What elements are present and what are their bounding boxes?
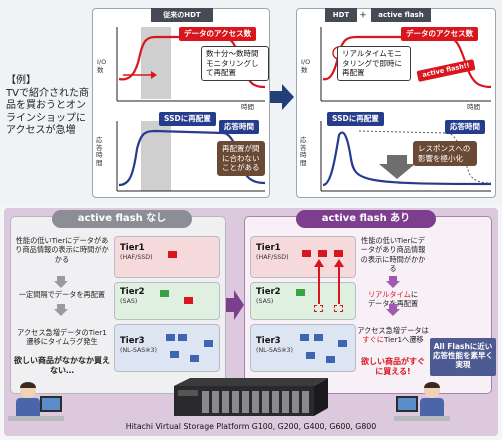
without-tier1-box [114,236,220,278]
without-tier3-block-3 [204,340,213,347]
bottom-compare-arrow [226,290,244,320]
with-text-2: リアルタイムに データを再配置 [358,290,428,309]
with-text-2a: リアルタイム [367,290,411,299]
without-tier3-block-2 [178,334,187,341]
af-access-note: リアルタイムモニタリングで即時に再配置 [337,46,411,81]
without-flow-arrows [54,276,68,316]
without-af-title: active flash なし [52,210,192,228]
with-text-3c: Tier1へ遷移 [383,335,424,345]
with-text-4: 欲しい商品がすぐに買える! [361,357,425,376]
af-response-note: レスポンスへの影響を極小化 [413,141,477,166]
with-text-3: アクセス急増データは すぐにTier1へ遷移 [354,326,432,345]
delay-arrow-head [151,71,157,79]
with-flow-arrows [386,276,400,316]
with-tier3-block-5 [326,356,335,363]
response-note: 再配置が間に合わないことがある [217,141,265,176]
with-tier2-block [296,289,305,296]
with-tier1-block-2 [318,250,327,257]
conventional-panel: 従来のHDT データのアクセス数 数十分～数時間モニタリングして再配置 I/O数… [92,8,270,198]
af-old-response-curve [358,130,492,184]
product-footer: Hitachi Virtual Storage Platform G100, G… [125,422,377,431]
with-text-3a: アクセス急増データは [357,326,429,335]
af-io-axis-label: I/O数 [301,58,311,74]
with-tier2-sub: (SAS) [256,298,274,305]
without-text-1: 性能の低いTierにデータがあり商品情報の表示に時間がかかる [15,236,109,264]
with-tier3-block-3 [338,340,347,347]
without-tier2-name: Tier2 [120,287,145,297]
access-tag: データのアクセス数 [179,27,257,41]
response-tag: 応答時間 [219,120,259,134]
with-tier1-block-1 [302,250,311,257]
without-tier2-sub: (SAS) [120,298,138,305]
without-tier2-block-1 [160,290,169,297]
with-text-3b: すぐに [362,335,384,345]
with-tier3-box [250,324,356,372]
with-tier1-name: Tier1 [256,243,281,253]
activeflash-graphs [320,27,492,192]
with-tier3-block-4 [306,352,315,359]
af-response-tag: 応答時間 [445,120,485,134]
with-tier3-name: Tier3 [256,336,281,346]
with-tier3-block-2 [314,334,323,341]
af-reduce-arrow [379,155,415,179]
with-text-1: 性能の低いTierにデータがあり商品情報の表示に時間がかかる [360,236,426,273]
af-response-axis-label: 応答時間 [300,136,307,167]
without-tier3-block-5 [190,355,199,362]
without-tier3-box [114,324,220,372]
example-label: 【例】 [6,75,36,86]
without-tier1-name: Tier1 [120,243,145,253]
with-af-title: active flash あり [296,210,436,228]
with-text-2c: データを再配置 [367,299,419,309]
with-text-2b: に [410,290,419,299]
conventional-header: 従来のHDT [151,8,213,22]
without-text-4: 欲しい商品がなかなか買えない… [14,356,110,375]
compare-arrow [270,84,294,110]
io-axis-label: I/O数 [97,58,107,74]
af-header-af: active flash [371,8,431,22]
conventional-graphs [116,27,266,192]
promotion-arrows [314,259,344,304]
with-tier3-sub: (NL-SAS※3) [256,347,293,354]
af-ssd-tag: SSDに再配置 [327,112,384,126]
activeflash-panel: HDT ＋ active flash データのアクセス数 リアルタイムモニタリン… [296,8,496,198]
with-tier1-sub: (HAF/SSD) [256,254,289,261]
response-axis-label: 応答時間 [96,136,103,167]
time-axis-label: 時間 [241,103,254,111]
af-header-plus: ＋ [359,11,367,19]
without-tier2-box [114,282,220,320]
without-text-3: アクセス急増データのTier1遷移にタイムラグ発生 [17,328,107,347]
storage-device-image [174,378,328,416]
with-tier2-ghost-2 [334,305,343,312]
without-tier3-sub: (NL-SAS※3) [120,347,157,354]
ssd-tag: SSDに再配置 [159,112,216,126]
with-tier1-block-3 [334,250,343,257]
without-tier3-block-1 [166,334,175,341]
af-response-curve [322,131,492,187]
without-tier3-block-4 [170,351,179,358]
without-tier1-block [168,251,177,258]
operator-right-image [394,382,450,421]
without-text-2: 一定間隔でデータを再配置 [18,290,106,299]
af-header-hdt: HDT [325,8,357,22]
without-tier1-sub: (HAF/SSD) [120,254,153,261]
operator-left-image [8,382,64,421]
without-tier3-name: Tier3 [120,336,145,346]
allflash-badge: All Flashに近い応答性能を素早く実現 [430,338,496,376]
example-text: TVで紹介された商品を買おうとオンラインショップにアクセスが急増 [6,87,89,137]
af-time-axis-label: 時間 [467,103,480,111]
access-note: 数十分～数時間モニタリングして再配置 [201,46,269,81]
with-tier2-ghost-1 [314,305,323,312]
example-caption: 【例】 TVで紹介された商品を買おうとオンラインショップにアクセスが急増 [6,75,94,138]
response-curve [118,129,266,187]
with-tier3-block-1 [300,334,309,341]
af-access-tag: データのアクセス数 [401,27,479,41]
with-tier2-name: Tier2 [256,287,281,297]
without-tier2-block-2 [184,297,193,304]
